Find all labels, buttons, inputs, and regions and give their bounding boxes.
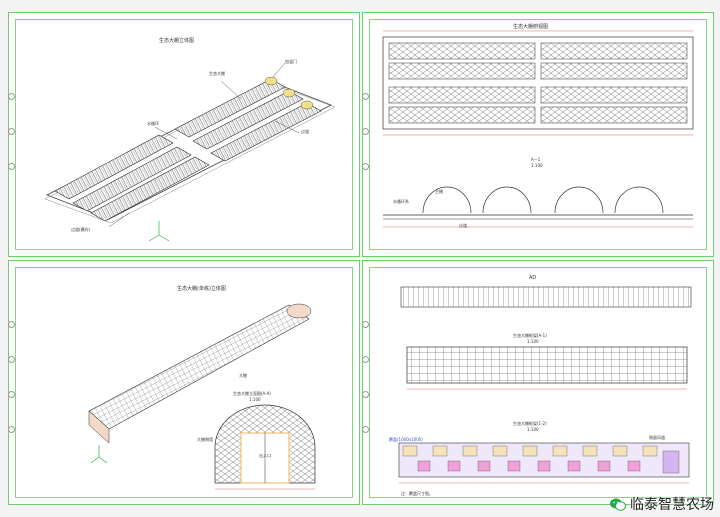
sheet-title: AD [529,275,537,281]
door-title: 生态大棚立面图(A-A) [233,391,271,396]
plan-view-drawing [382,30,694,228]
door-scale: 1:100 [249,397,261,402]
label-side-wall: 大棚侧墙 [197,437,213,442]
sheet-title: 生态大棚立体图 [159,38,195,44]
bottom-title: 生态大棚框架(1-2) [513,421,547,426]
section-scale: 1:100 [531,163,543,168]
greenhouse-array-drawing [44,62,336,242]
section-title: A—1 [531,157,541,162]
watermark: 临泰智慧农场 [610,494,714,514]
label-aisle: 过道 [301,129,309,134]
drawing-sheet-frame: AD 生态大棚框架(A-1) 1:100 生态大棚框架(1-2) 1:100 覆… [362,260,714,505]
label-aisle-horizontal: 过道(横向) [71,227,91,232]
label-aisle: 过道 [459,223,467,228]
left-note: 覆盖(1000x1000) [389,437,423,442]
drawing-sheet-3d-overview: 生态大棚立体图 生态大棚 水循环 过道 过道(横向) 加温门 [8,12,360,257]
single-greenhouse-drawing [88,303,316,490]
footnote: 注：覆盖尺寸图。 [401,491,433,496]
label-water-system: 水循环系 [393,199,409,204]
watermark-text: 临泰智慧农场 [630,497,714,513]
drawing-sheet-plan: 生态大棚俯视图 A—1 1:100 水循环系 过道 主棚 [362,12,714,257]
binder-holes [8,93,15,198]
label-water: 水循环 [147,121,159,126]
label-main-shed: 主棚 [435,189,443,194]
label-entrance: 出入口 [259,453,271,458]
binder-holes [362,93,369,198]
wechat-logo-icon [610,498,626,511]
right-note: 侧面风道 [649,435,665,440]
binder-holes [362,321,369,461]
axis-icon [90,445,108,464]
sheet-title: 生态大棚(单栋)立体图 [177,286,226,292]
label-shed: 大棚 [239,373,247,378]
drawing-sheet-single-3d: 生态大棚(单栋)立体图 生态大棚立面图(A-A) 1:100 大棚 大棚侧墙 出… [8,260,360,505]
label-greenhouse: 生态大棚 [209,71,225,76]
bottom-scale: 1:100 [527,427,539,432]
mid-title: 生态大棚框架(A-1) [513,333,547,338]
binder-holes [8,321,15,461]
mid-scale: 1:100 [527,339,539,344]
axis-icon [148,221,170,242]
sheet-title: 生态大棚俯视图 [513,24,549,30]
label-door: 加温门 [285,59,297,64]
frame-elevation-drawing [398,286,692,484]
